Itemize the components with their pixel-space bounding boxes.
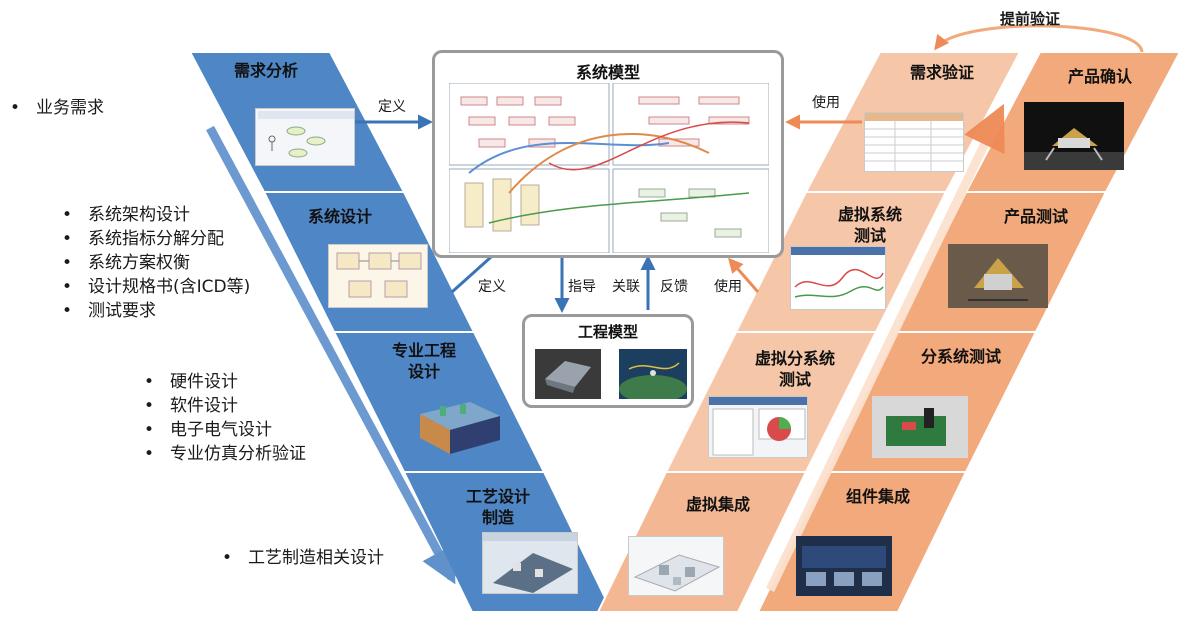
bullet-item: 工艺制造相关设计 (222, 546, 384, 570)
requirement-table-thumbnail (864, 112, 964, 172)
component-integration-photo-thumbnail (796, 536, 892, 596)
cad-model-thumbnail (535, 349, 601, 399)
left-section-title-4: 工艺设计 制造 (465, 487, 530, 527)
bullet-item: 业务需求 (10, 96, 104, 120)
left-section-title-3: 专业工程 设计 (391, 341, 456, 381)
virtual-system-test-thumbnail (790, 246, 886, 310)
bullets-group-1: 业务需求 (10, 96, 104, 120)
virtual-subsystem-test-thumbnail (708, 396, 808, 458)
system-design-thumbnail (328, 244, 428, 308)
right-v-ascending-arrow (765, 103, 1005, 592)
right-outer-title-1: 产品确认 (1067, 67, 1132, 86)
hardware-model-thumbnail (410, 394, 506, 456)
left-v-descending-arrow (206, 125, 456, 585)
virtual-integration-thumbnail (628, 536, 724, 596)
bullet-item: 测试要求 (62, 299, 250, 323)
subsystem-test-photo-thumbnail (872, 396, 968, 458)
right-outer-title-3: 分系统测试 (920, 347, 1001, 366)
use-case-diagram-thumbnail (255, 108, 355, 166)
right-inner-title-3: 虚拟分系统 测试 (754, 349, 835, 389)
manufacturing-layout-thumbnail (482, 532, 578, 594)
product-test-photo-thumbnail (948, 244, 1048, 308)
relate-label: 关联 (612, 279, 640, 295)
bullets-group-4: 工艺制造相关设计 (222, 546, 384, 570)
use-top-label: 使用 (812, 95, 840, 111)
engineering-model-title: 工程模型 (577, 323, 638, 341)
early-verify-label: 提前验证 (1000, 10, 1061, 28)
system-model-diagram (449, 83, 769, 253)
early-verify-arrow (934, 24, 1144, 53)
product-photo-thumbnail (1024, 102, 1124, 170)
guide-label: 指导 (568, 279, 596, 295)
bullet-item: 设计规格书(含ICD等) (62, 275, 250, 299)
define-top-label: 定义 (378, 99, 406, 115)
feedback-label: 反馈 (660, 279, 688, 295)
right-inner-title-1: 需求验证 (909, 63, 974, 82)
bullet-item: 系统指标分解分配 (62, 227, 250, 251)
system-model-box: 系统模型 (432, 50, 784, 258)
bullet-item: 硬件设计 (144, 370, 306, 394)
right-inner-title-2: 虚拟系统 测试 (837, 205, 902, 245)
left-section-title-1: 需求分析 (233, 61, 298, 80)
use-mid-arrow (728, 257, 760, 293)
right-outer-title-2: 产品测试 (1003, 207, 1068, 226)
right-outer-title-4: 组件集成 (845, 487, 910, 506)
bullets-group-3: 硬件设计 软件设计 电子电气设计 专业仿真分析验证 (144, 370, 306, 466)
right-inner-title-4: 虚拟集成 (685, 495, 750, 514)
bullet-item: 电子电气设计 (144, 418, 306, 442)
define-mid-label: 定义 (478, 279, 506, 295)
left-section-title-2: 系统设计 (307, 207, 372, 226)
bullets-group-2: 系统架构设计 系统指标分解分配 系统方案权衡 设计规格书(含ICD等) 测试要求 (62, 203, 250, 323)
bullet-item: 系统架构设计 (62, 203, 250, 227)
engineering-model-box: 工程模型 (522, 314, 694, 408)
bullet-item: 系统方案权衡 (62, 251, 250, 275)
bullet-item: 专业仿真分析验证 (144, 442, 306, 466)
system-model-title: 系统模型 (575, 63, 640, 82)
bullet-item: 软件设计 (144, 394, 306, 418)
simulation-thumbnail (619, 349, 687, 403)
use-mid-label: 使用 (714, 279, 742, 295)
